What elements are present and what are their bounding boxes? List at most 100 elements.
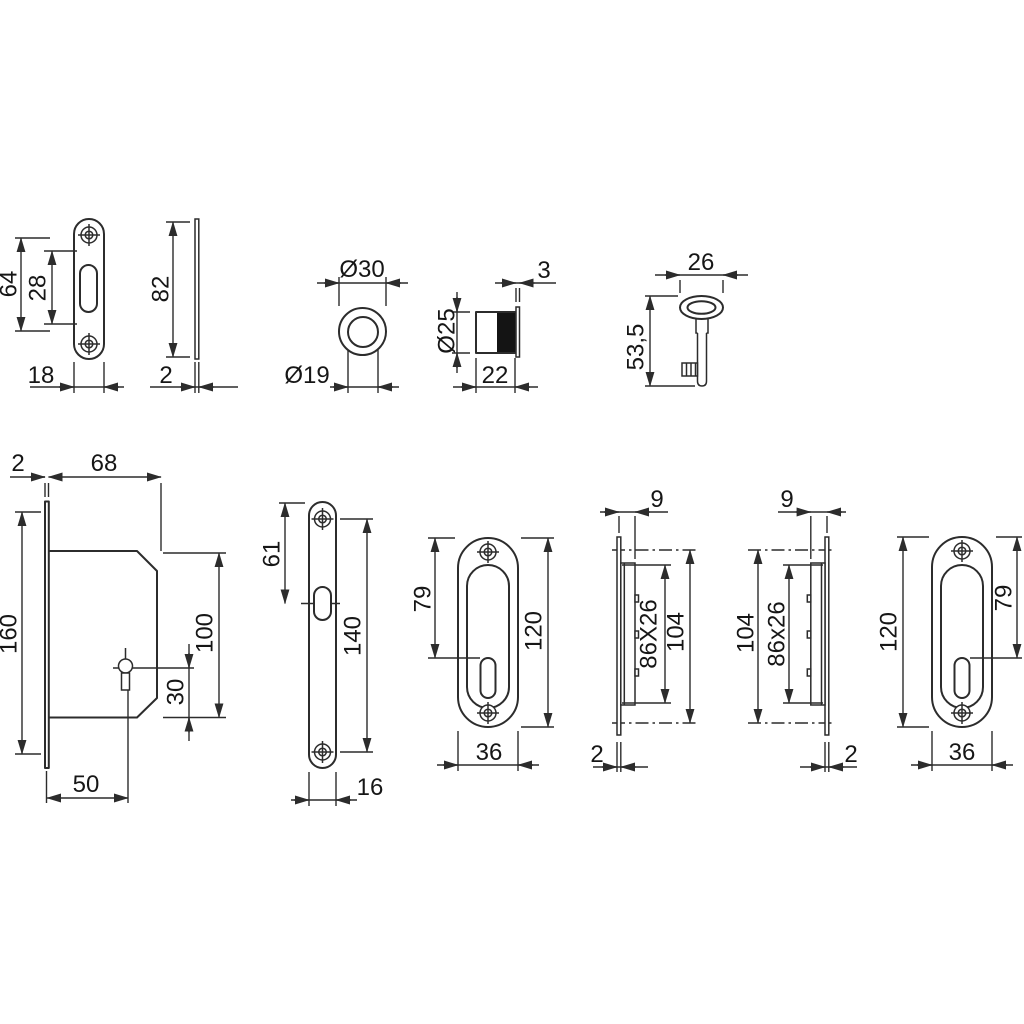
clip-lug (806, 668, 812, 677)
dim-61: 61 (259, 502, 305, 605)
flush-pull-left-side-view: 9 86X26 104 2 (590, 486, 698, 772)
dim-label: 120 (521, 611, 548, 651)
dim-label: 86X26 (636, 599, 663, 668)
dim-label: 36 (949, 739, 976, 766)
dim-82: 82 (148, 221, 190, 358)
lock-faceplate-edge (44, 500, 50, 769)
dim-label: 30 (163, 679, 190, 706)
clip-lug (634, 594, 640, 603)
dim-label: 86x26 (764, 601, 791, 666)
screw-hole-icon (477, 702, 499, 724)
cylinder-knurl (497, 313, 515, 352)
faceplate-outline (308, 501, 337, 769)
dim-label: 104 (733, 613, 760, 653)
dim-2: 2 (590, 741, 648, 772)
dim-dia30: Ø30 (317, 256, 408, 306)
dim-160: 160 (0, 511, 41, 755)
dim-label: 28 (25, 275, 52, 302)
key-neck (695, 318, 709, 334)
dim-label: 64 (0, 271, 23, 298)
strike-plate-edge (194, 218, 200, 360)
dim-label: Ø30 (339, 256, 384, 283)
dim-label: 9 (780, 486, 793, 513)
dim-label: 160 (0, 614, 23, 654)
dim-86x26: 86x26 (764, 564, 823, 704)
dim-label: 9 (650, 486, 663, 513)
dim-26: 26 (655, 249, 748, 293)
pull-keyhole (479, 657, 497, 699)
dim-label: 53,5 (623, 324, 650, 371)
clip-lug (634, 668, 640, 677)
dim-2: 2 (150, 362, 238, 393)
dim-label: 18 (28, 362, 55, 389)
pull-tub (620, 562, 636, 706)
dim-label: 2 (590, 741, 603, 768)
flush-pull-right-side-view: 9 104 86x26 2 (733, 486, 858, 772)
dim-label: 3 (537, 257, 550, 284)
dim-68: 68 (47, 450, 162, 551)
pull-tub (810, 562, 826, 706)
flush-pull-left-front-view: 79 120 36 (410, 537, 554, 771)
dim-label: 68 (91, 450, 118, 477)
screw-hole-icon (951, 702, 973, 724)
faceplate-slot (313, 586, 332, 621)
socket-ring-front-view: Ø30 Ø19 (284, 256, 408, 393)
clip-lug (634, 630, 640, 639)
clip-lug (806, 630, 812, 639)
dim-104: 104 (663, 549, 695, 724)
ring-inner (347, 316, 379, 348)
dim-2-faceplate: 2 (10, 450, 50, 497)
dim-18: 18 (28, 362, 124, 393)
dim-86x26: 86X26 (622, 564, 671, 704)
strike-plate-outline (73, 218, 105, 360)
dim-label: 22 (482, 362, 509, 389)
dim-label: 140 (340, 616, 367, 656)
dim-36: 36 (911, 731, 1013, 771)
lock-case-view: 2 68 160 100 30 50 (0, 450, 226, 803)
dim-label: 16 (357, 774, 384, 801)
dim-53-5: 53,5 (623, 295, 695, 387)
key-bow (679, 295, 724, 320)
latch-slot (79, 264, 98, 313)
flush-pull-right-front-view: 120 79 36 (876, 536, 1022, 771)
dim-label: 82 (148, 276, 175, 303)
strike-plate-side-view: 82 2 (148, 218, 238, 393)
dim-dia25: Ø25 (434, 292, 470, 373)
dim-label: 50 (73, 771, 100, 798)
screw-hole-icon (951, 540, 973, 562)
dim-120: 120 (876, 536, 929, 728)
screw-hole-icon (311, 508, 334, 530)
dim-79: 79 (970, 536, 1022, 659)
dim-label: 26 (688, 249, 715, 276)
strike-plate-front-view: 64 28 18 (0, 218, 124, 393)
dim-label: Ø19 (284, 362, 329, 389)
key-bow-hole (686, 300, 717, 315)
socket-ring-side-view: 3 Ø25 22 (434, 257, 556, 393)
pull-outline (457, 537, 519, 728)
dim-79: 79 (410, 537, 480, 659)
dim-28: 28 (25, 250, 77, 325)
dim-22: 22 (453, 358, 538, 393)
pull-keyhole (953, 657, 971, 699)
pull-outline (931, 536, 993, 728)
dim-label: 100 (192, 613, 219, 653)
faceplate-front-view: 61 140 16 (259, 501, 384, 806)
cylinder-flange (515, 306, 521, 358)
keyhole (117, 648, 134, 691)
screw-hole-icon (477, 541, 499, 563)
dim-label: 2 (159, 362, 172, 389)
dim-label: 2 (844, 741, 857, 768)
dim-104: 104 (733, 549, 763, 724)
dim-50: 50 (45, 690, 129, 803)
dim-120: 120 (521, 537, 554, 728)
clip-lug (806, 594, 812, 603)
dim-dia19: Ø19 (284, 350, 399, 393)
dim-64: 64 (0, 237, 50, 332)
key-shank (696, 333, 708, 387)
dim-140: 140 (340, 518, 373, 753)
dim-30: 30 (163, 644, 194, 741)
dim-100: 100 (163, 552, 226, 719)
key-view: 26 53,5 (623, 249, 748, 387)
